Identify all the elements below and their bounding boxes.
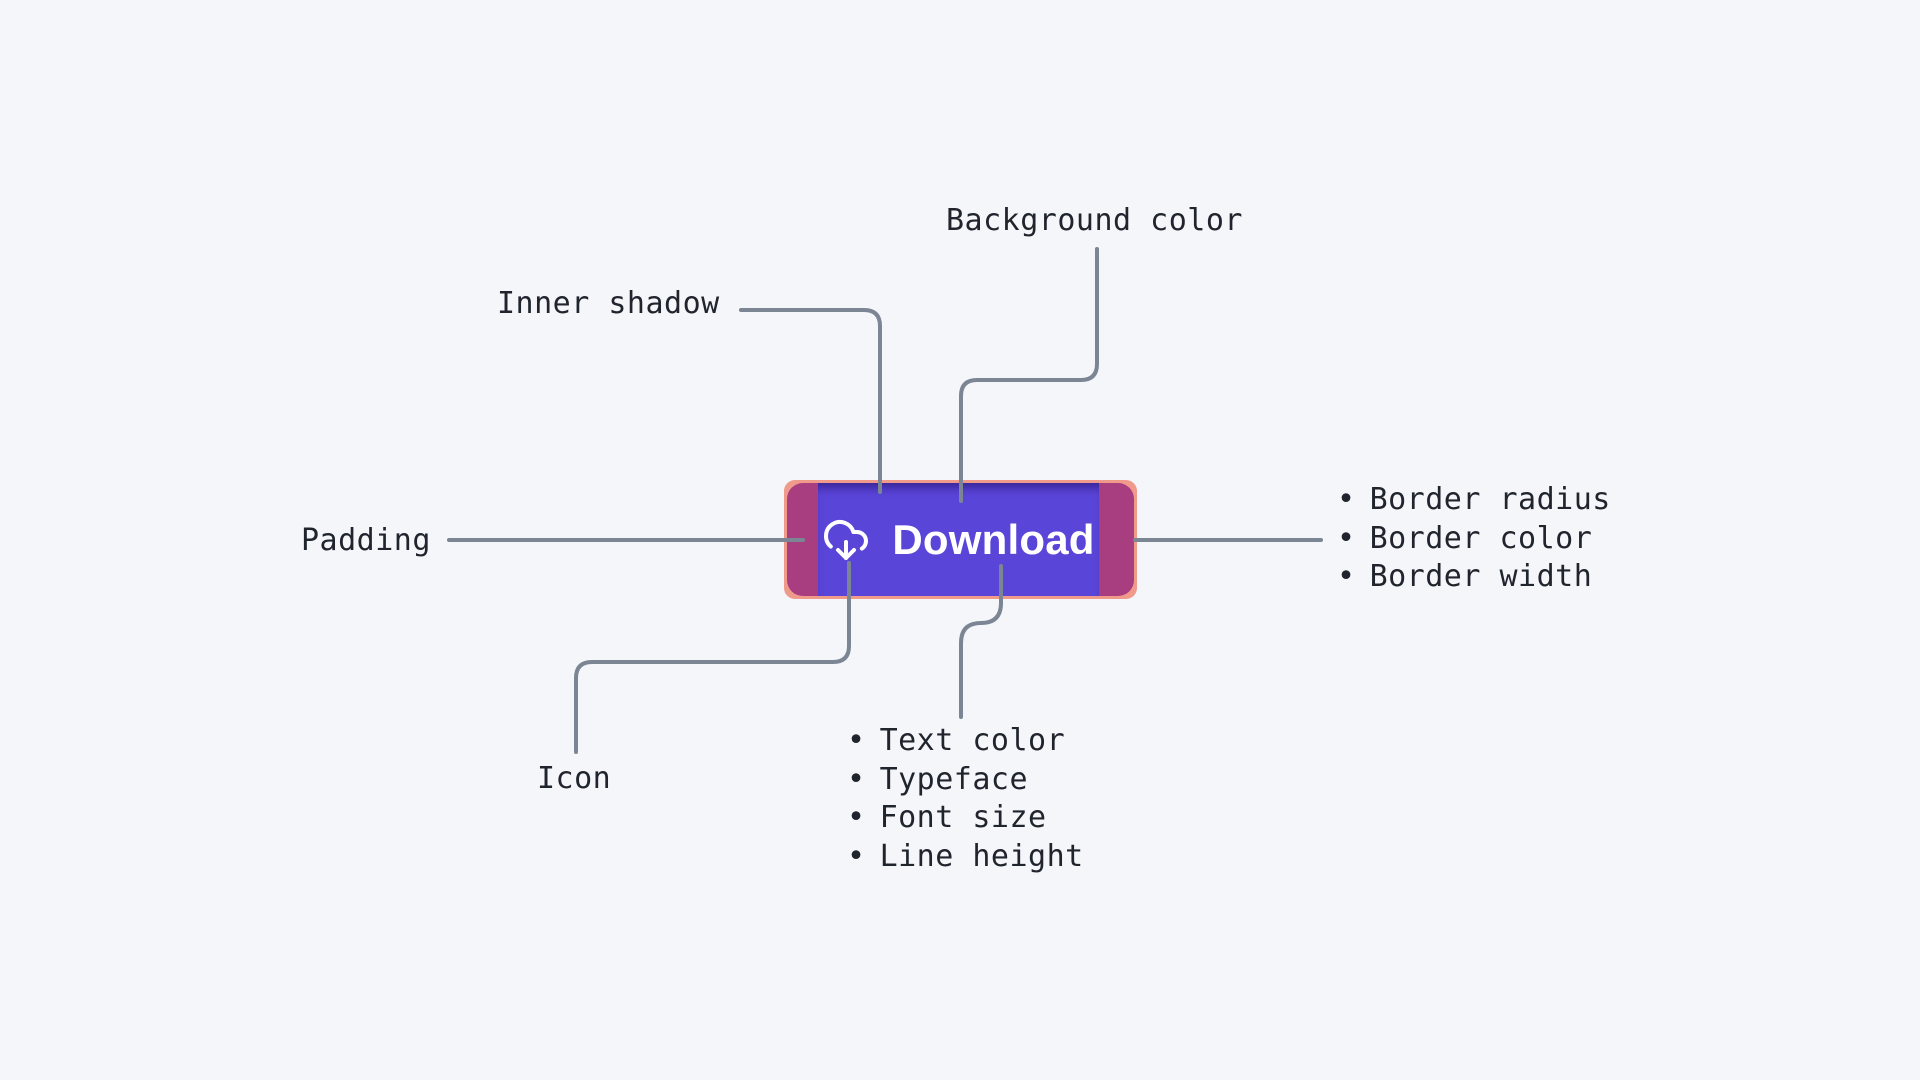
annotation-border-props-list: • Border radius • Border color • Border … bbox=[1337, 481, 1611, 597]
bullet: • bbox=[847, 761, 866, 797]
padding-highlight-left bbox=[787, 483, 818, 596]
list-item: • Font size bbox=[847, 799, 1084, 838]
border-highlight: Download bbox=[784, 480, 1137, 599]
list-item-label: Border width bbox=[1369, 559, 1593, 595]
inner-shadow-connector bbox=[739, 308, 882, 494]
list-item: • Border color bbox=[1337, 520, 1611, 559]
list-item: • Typeface bbox=[847, 761, 1084, 800]
bullet: • bbox=[1337, 559, 1356, 595]
list-item-label: Line height bbox=[879, 839, 1084, 875]
annotation-background-color: Background color bbox=[946, 203, 1243, 238]
list-item: • Line height bbox=[847, 838, 1084, 877]
padding-highlight-right bbox=[1099, 483, 1134, 596]
annotation-text-props-list: • Text color • Typeface • Font size • Li… bbox=[847, 722, 1084, 877]
download-button-label: Download bbox=[892, 515, 1095, 563]
annotation-padding: Padding bbox=[301, 523, 431, 558]
list-item-label: Text color bbox=[879, 723, 1066, 758]
cloud-download-icon bbox=[822, 516, 870, 564]
download-button[interactable]: Download bbox=[787, 483, 1134, 596]
background-color-connector bbox=[959, 247, 1099, 503]
list-item-label: Border color bbox=[1369, 520, 1593, 556]
list-item: • Border width bbox=[1337, 558, 1611, 597]
bullet: • bbox=[1337, 482, 1356, 517]
bullet: • bbox=[847, 839, 866, 875]
list-item: • Text color bbox=[847, 722, 1084, 761]
bullet: • bbox=[1337, 520, 1356, 556]
list-item-label: Border radius bbox=[1369, 482, 1611, 517]
annotation-inner-shadow: Inner shadow bbox=[497, 286, 720, 321]
annotation-icon: Icon bbox=[537, 761, 612, 796]
list-item-label: Font size bbox=[879, 800, 1047, 836]
bullet: • bbox=[847, 723, 866, 758]
list-item-label: Typeface bbox=[879, 761, 1029, 797]
download-button-core: Download bbox=[818, 483, 1099, 596]
bullet: • bbox=[847, 800, 866, 836]
list-item: • Border radius bbox=[1337, 481, 1611, 520]
